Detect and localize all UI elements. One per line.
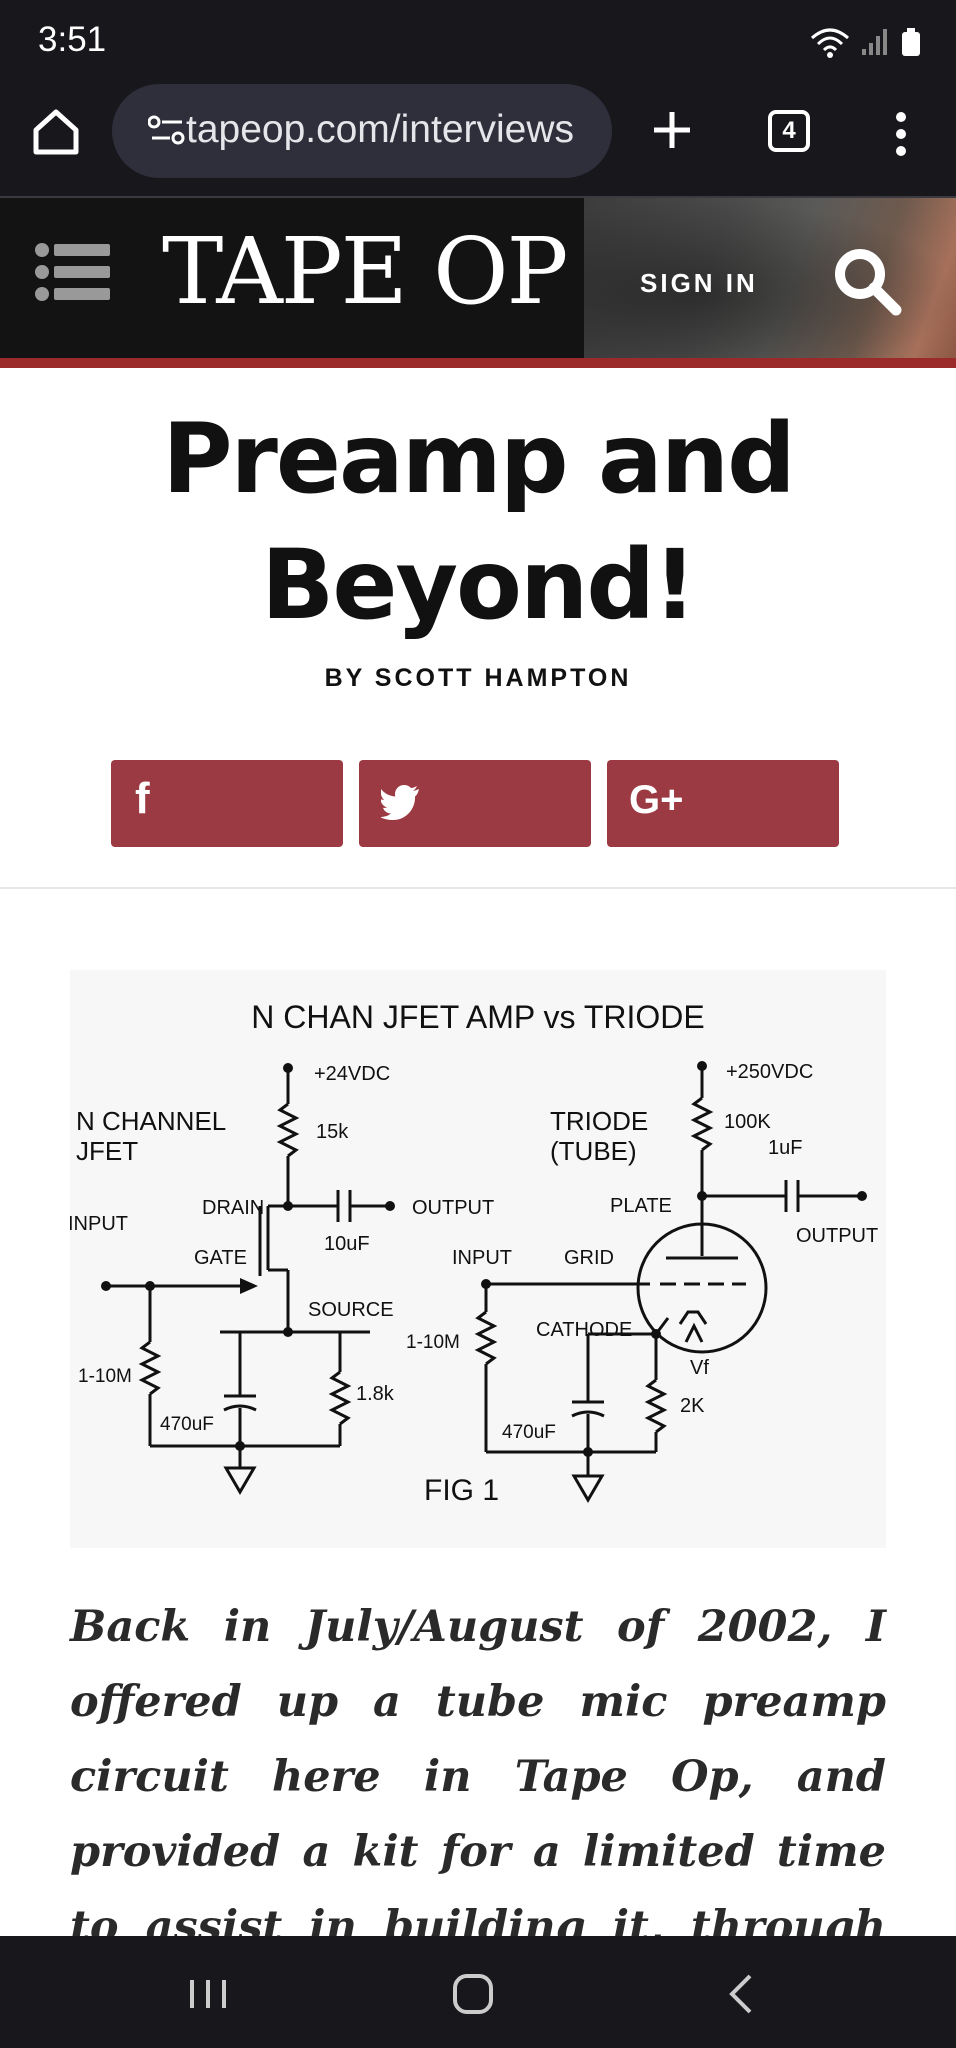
- triode-plate-label: PLATE: [610, 1195, 672, 1217]
- more-options-icon[interactable]: [896, 112, 906, 156]
- address-bar[interactable]: tapeop.com/interviews: [112, 84, 612, 178]
- google-plus-icon: G+: [629, 778, 684, 822]
- jfet-name-line1: N CHANNEL: [76, 1106, 226, 1136]
- recent-apps-icon[interactable]: [178, 1966, 238, 2022]
- triode-output-cap-label: 1uF: [768, 1137, 802, 1159]
- tab-switcher-button[interactable]: 4: [768, 110, 810, 152]
- header-accent-line: [0, 358, 956, 368]
- article-title-line2: Beyond!: [261, 529, 697, 641]
- article-byline: BY SCOTT HAMPTON: [324, 664, 632, 692]
- google-plus-share-button[interactable]: G+: [607, 760, 839, 847]
- header-photo-shade: [584, 198, 956, 358]
- sign-in-link[interactable]: SIGN IN: [640, 268, 758, 298]
- home-nav-icon[interactable]: [443, 1966, 503, 2022]
- figure-title: N CHAN JFET AMP vs TRIODE: [251, 999, 704, 1035]
- back-icon[interactable]: [712, 1966, 772, 2022]
- jfet-source-resistor-label: 1.8k: [356, 1383, 395, 1405]
- triode-cathode-label: CATHODE: [536, 1319, 632, 1341]
- twitter-share-button[interactable]: [359, 760, 591, 847]
- jfet-source-label: SOURCE: [308, 1299, 394, 1321]
- toolbar-divider: [0, 196, 956, 198]
- triode-supply-label: +250VDC: [726, 1061, 813, 1083]
- triode-grid-resistor-label: 1-10M: [406, 1332, 460, 1353]
- battery-icon: [902, 28, 920, 56]
- home-icon[interactable]: [30, 106, 82, 158]
- article-title: Preamp and Beyond!: [0, 396, 956, 648]
- jfet-bypass-cap-label: 470uF: [160, 1414, 214, 1435]
- search-icon[interactable]: [832, 246, 902, 316]
- twitter-icon: [381, 785, 419, 820]
- url-text[interactable]: tapeop.com/interviews: [186, 108, 575, 151]
- figure-caption: FIG 1: [424, 1474, 499, 1507]
- triode-plate-resistor-label: 100K: [724, 1111, 771, 1133]
- site-settings-icon[interactable]: [148, 114, 186, 148]
- menu-icon[interactable]: [34, 242, 110, 302]
- triode-output-label: OUTPUT: [796, 1225, 878, 1247]
- triode-heater-label: Vf: [690, 1357, 709, 1379]
- triode-input-label: INPUT: [452, 1247, 512, 1269]
- facebook-share-button[interactable]: f: [111, 760, 343, 847]
- status-icons: [810, 26, 922, 58]
- browser-toolbar: tapeop.com/interviews 4: [0, 84, 956, 198]
- jfet-output-cap-label: 10uF: [324, 1233, 370, 1255]
- share-buttons: f G+: [111, 760, 839, 847]
- triode-cathode-resistor-label: 2K: [680, 1395, 705, 1417]
- triode-name-line2: (TUBE): [550, 1136, 637, 1166]
- jfet-supply-label: +24VDC: [314, 1063, 390, 1085]
- site-header: TAPE OP SIGN IN: [0, 198, 956, 358]
- signal-icon: [862, 29, 887, 55]
- schematic-figure: N CHAN JFET AMP vs TRIODE +24VDC N CHANN…: [68, 970, 886, 1548]
- triode-grid-label: GRID: [564, 1247, 614, 1269]
- new-tab-icon[interactable]: [650, 108, 694, 152]
- article-title-line1: Preamp and: [162, 403, 796, 515]
- section-divider: [0, 887, 956, 889]
- facebook-icon: f: [135, 774, 150, 823]
- wifi-icon: [811, 28, 849, 58]
- jfet-drain-label: DRAIN: [202, 1197, 264, 1219]
- jfet-name-line2: JFET: [76, 1136, 138, 1166]
- jfet-input-label: INPUT: [70, 1213, 128, 1235]
- triode-bypass-cap-label: 470uF: [502, 1422, 556, 1443]
- site-logo[interactable]: TAPE OP: [162, 218, 568, 325]
- jfet-drain-resistor-label: 15k: [316, 1121, 349, 1143]
- jfet-output-label: OUTPUT: [412, 1197, 494, 1219]
- status-time: 3:51: [38, 20, 107, 59]
- status-bar: 3:51: [0, 0, 956, 84]
- schematic-diagram: N CHAN JFET AMP vs TRIODE +24VDC N CHANN…: [68, 999, 878, 1507]
- jfet-gate-label: GATE: [194, 1247, 247, 1269]
- system-nav-bar: [0, 1936, 956, 2048]
- triode-name-line1: TRIODE: [550, 1106, 648, 1136]
- jfet-gate-resistor-label: 1-10M: [78, 1366, 132, 1387]
